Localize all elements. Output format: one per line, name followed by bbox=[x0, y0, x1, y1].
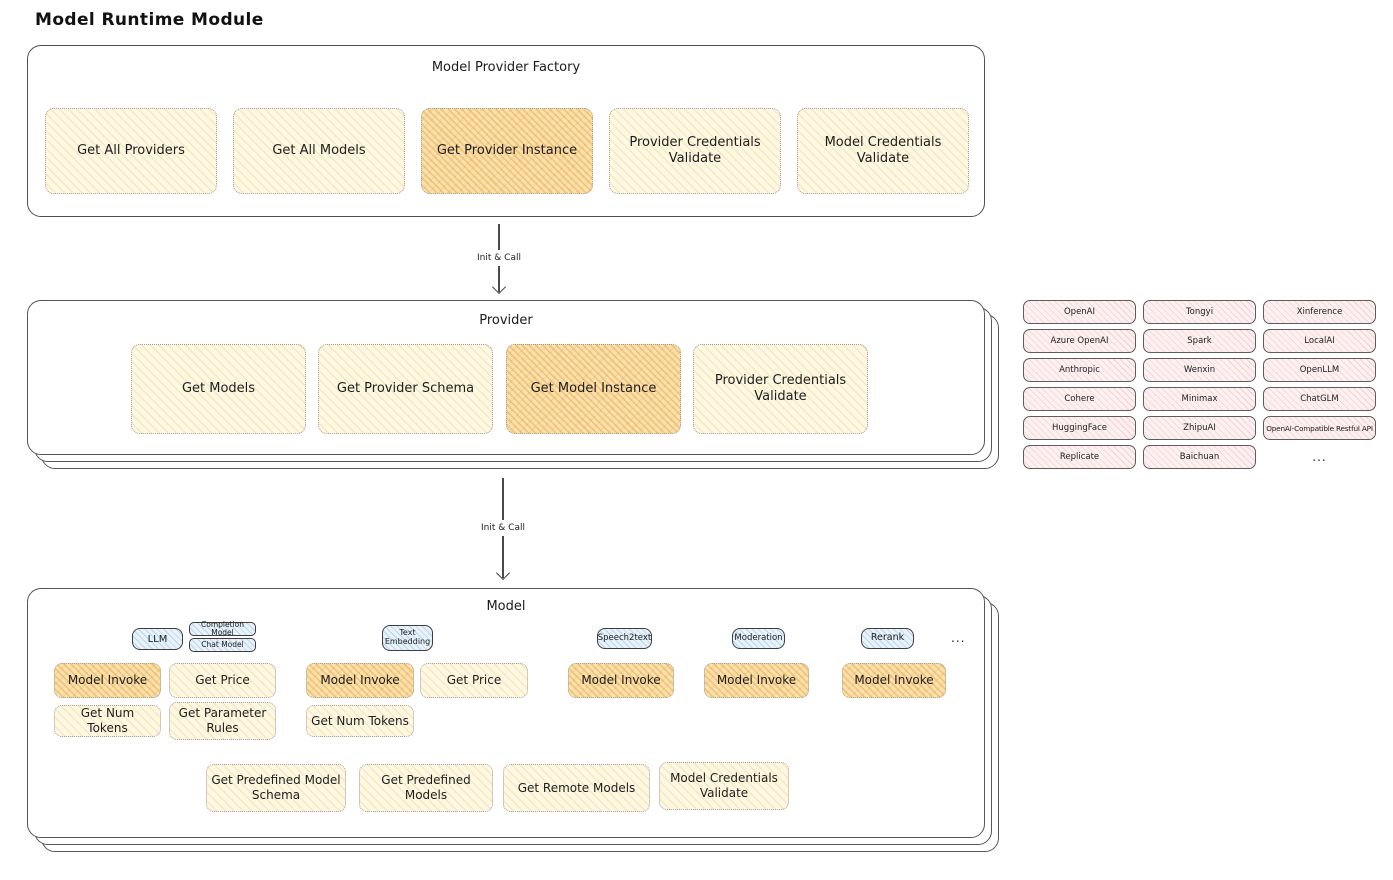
pill-completion-model: Completion Model bbox=[189, 620, 256, 637]
arrow-label: Init & Call bbox=[481, 523, 525, 533]
provider-chip-openllm: OpenLLM bbox=[1263, 358, 1376, 382]
arrow-label: Init & Call bbox=[477, 253, 521, 263]
node-llm-get-parameter-rules: Get Parameter Rules bbox=[169, 702, 276, 740]
arrow-down-icon bbox=[491, 279, 507, 295]
arrow-line bbox=[498, 266, 500, 292]
node-get-all-models: Get All Models bbox=[233, 108, 405, 194]
node-get-provider-schema: Get Provider Schema bbox=[318, 344, 493, 434]
provider-chip-wenxin: Wenxin bbox=[1143, 358, 1256, 382]
provider-chip-huggingface: HuggingFace bbox=[1023, 416, 1136, 440]
factory-panel: Model Provider Factory Get All Providers… bbox=[27, 45, 985, 217]
node-get-models: Get Models bbox=[131, 344, 306, 434]
node-provider-credentials-validate: Provider Credentials Validate bbox=[609, 108, 781, 194]
pill-chat-model: Chat Model bbox=[189, 638, 256, 652]
providers-more-ellipsis: ... bbox=[1312, 450, 1327, 464]
provider-chip-zhipuai: ZhipuAI bbox=[1143, 416, 1256, 440]
node-speech2text-model-invoke: Model Invoke bbox=[568, 663, 674, 698]
node-text-embedding-get-price: Get Price bbox=[420, 663, 528, 698]
node-rerank-model-invoke: Model Invoke bbox=[842, 663, 946, 698]
providers-grid: OpenAI Tongyi Xinference Azure OpenAI Sp… bbox=[1023, 300, 1376, 469]
provider-chip-minimax: Minimax bbox=[1143, 387, 1256, 411]
pill-speech2text: Speech2text bbox=[597, 628, 652, 649]
node-moderation-model-invoke: Model Invoke bbox=[704, 663, 809, 698]
arrow-line bbox=[502, 478, 504, 520]
arrow-init-call-2: Init & Call bbox=[472, 478, 534, 581]
node-get-model-instance: Get Model Instance bbox=[506, 344, 681, 434]
provider-chip-chatglm: ChatGLM bbox=[1263, 387, 1376, 411]
model-panel-title: Model bbox=[486, 599, 526, 614]
node-llm-get-price: Get Price bbox=[169, 663, 276, 698]
pill-moderation: Moderation bbox=[732, 628, 785, 649]
provider-chip-azure-openai: Azure OpenAI bbox=[1023, 329, 1136, 353]
page-title: Model Runtime Module bbox=[35, 10, 264, 30]
arrow-line bbox=[498, 224, 500, 250]
provider-panel: Provider Get Models Get Provider Schema … bbox=[27, 300, 985, 455]
provider-chip-tongyi: Tongyi bbox=[1143, 300, 1256, 324]
pill-text-embedding: Text Embedding bbox=[382, 625, 433, 651]
provider-chip-baichuan: Baichuan bbox=[1143, 445, 1256, 469]
provider-chip-openai: OpenAI bbox=[1023, 300, 1136, 324]
node-get-predefined-models: Get Predefined Models bbox=[359, 764, 493, 812]
pill-llm: LLM bbox=[132, 628, 183, 650]
provider-chip-cohere: Cohere bbox=[1023, 387, 1136, 411]
node-provider-credentials-validate-2: Provider Credentials Validate bbox=[693, 344, 868, 434]
provider-panel-stack: Provider Get Models Get Provider Schema … bbox=[27, 300, 999, 469]
node-get-all-providers: Get All Providers bbox=[45, 108, 217, 194]
node-text-embedding-get-num-tokens: Get Num Tokens bbox=[306, 705, 414, 737]
arrow-down-icon bbox=[495, 565, 511, 581]
arrow-init-call-1: Init & Call bbox=[468, 224, 530, 295]
node-llm-model-invoke: Model Invoke bbox=[54, 663, 161, 698]
node-get-predefined-model-schema: Get Predefined Model Schema bbox=[206, 764, 346, 812]
node-get-remote-models: Get Remote Models bbox=[503, 764, 650, 812]
model-panel: Model LLM Completion Model Chat Model Te… bbox=[27, 588, 985, 838]
node-get-provider-instance: Get Provider Instance bbox=[421, 108, 593, 194]
node-model-credentials-validate: Model Credentials Validate bbox=[797, 108, 969, 194]
node-llm-get-num-tokens: Get Num Tokens bbox=[54, 705, 161, 737]
provider-chip-anthropic: Anthropic bbox=[1023, 358, 1136, 382]
provider-chip-replicate: Replicate bbox=[1023, 445, 1136, 469]
node-text-embedding-model-invoke: Model Invoke bbox=[306, 663, 414, 698]
provider-chip-localai: LocalAI bbox=[1263, 329, 1376, 353]
arrow-line bbox=[502, 536, 504, 578]
pill-rerank: Rerank bbox=[861, 628, 914, 649]
model-panel-stack: Model LLM Completion Model Chat Model Te… bbox=[27, 588, 999, 852]
provider-panel-title: Provider bbox=[479, 313, 533, 328]
provider-chip-spark: Spark bbox=[1143, 329, 1256, 353]
model-types-more-ellipsis: ... bbox=[951, 631, 966, 645]
node-model-credentials-validate-2: Model Credentials Validate bbox=[659, 762, 789, 810]
factory-panel-title: Model Provider Factory bbox=[431, 60, 581, 75]
provider-chip-xinference: Xinference bbox=[1263, 300, 1376, 324]
provider-chip-openai-compatible-restful-api: OpenAI-Compatible Restful API bbox=[1263, 416, 1376, 440]
